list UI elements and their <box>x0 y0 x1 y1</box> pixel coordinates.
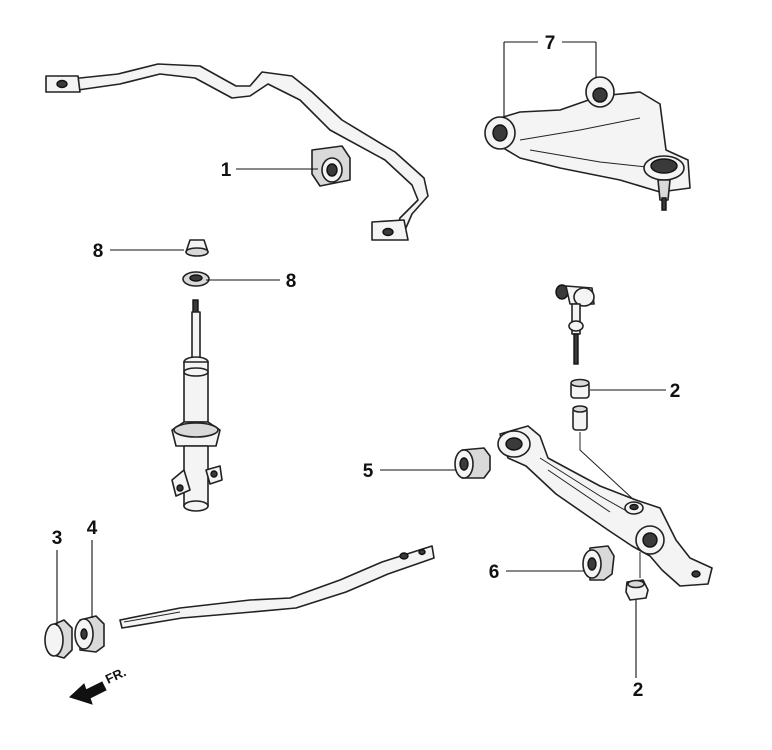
lower-mount-seal <box>182 271 210 287</box>
radius-rod <box>119 545 435 629</box>
callout-7: 7 <box>545 33 556 54</box>
front-direction-label: FR. <box>103 664 128 686</box>
link-bushing-lower <box>625 579 649 601</box>
front-direction-arrow-icon <box>69 681 107 705</box>
link-bushing-upper <box>570 378 590 431</box>
shock-absorber <box>171 299 223 512</box>
lower-control-arm <box>497 425 713 587</box>
callout-4: 4 <box>87 518 98 539</box>
callout-8-upper: 8 <box>93 241 104 262</box>
stabilizer-bar <box>45 63 429 241</box>
callout-2-lower: 2 <box>633 680 644 701</box>
callout-8-lower: 8 <box>286 271 297 292</box>
callout-3: 3 <box>52 528 63 549</box>
radius-rod-bushing-3 <box>44 619 73 659</box>
assembly-guide-line <box>579 432 635 501</box>
lower-arm-rear-bushing <box>582 545 615 581</box>
upper-mount-seal <box>185 239 209 257</box>
radius-rod-bushing-4 <box>74 615 105 653</box>
stabilizer-bushing <box>311 145 351 187</box>
leader-lines <box>56 41 666 678</box>
callout-2-upper: 2 <box>670 381 681 402</box>
callout-1: 1 <box>221 160 232 181</box>
upper-control-arm <box>484 76 691 211</box>
stabilizer-link <box>555 284 595 365</box>
callout-6: 6 <box>489 562 500 583</box>
callout-5: 5 <box>363 461 374 482</box>
lower-arm-front-bushing <box>454 447 491 479</box>
